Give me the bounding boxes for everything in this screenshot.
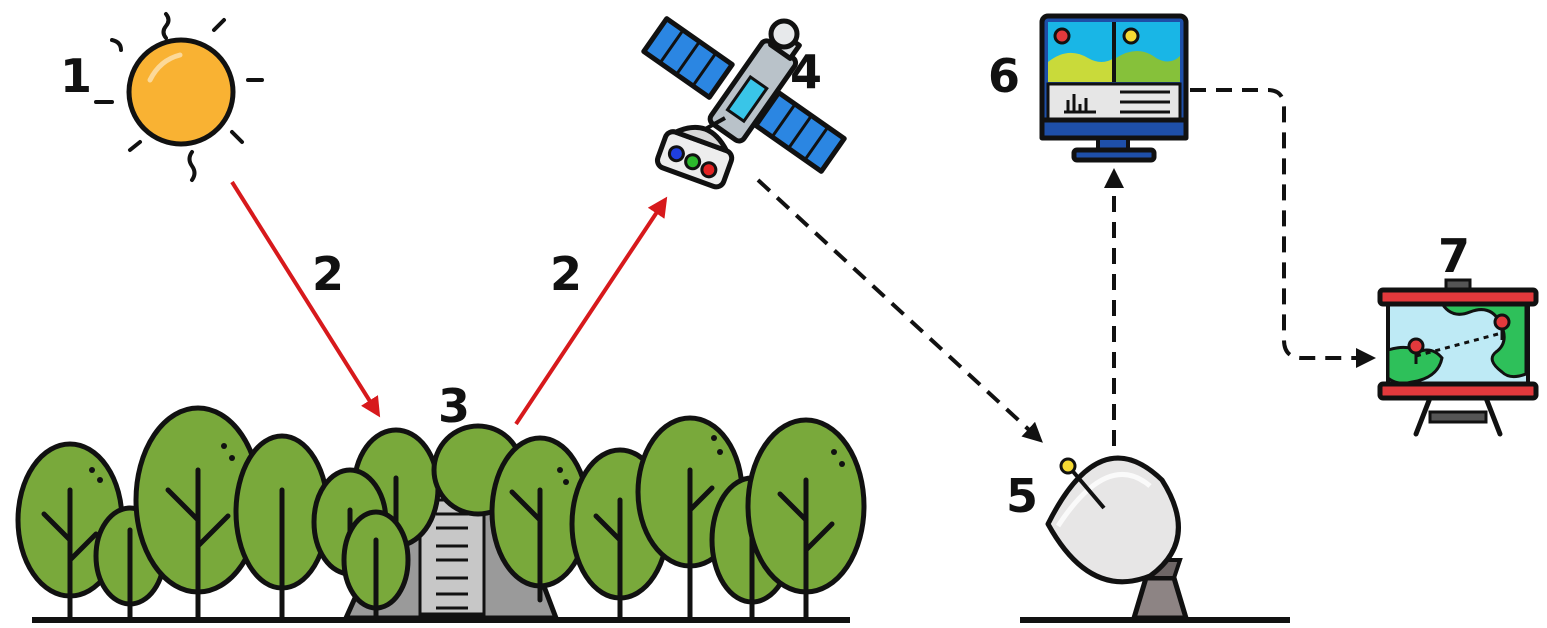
monitor-icon	[1039, 13, 1189, 163]
reflected-ray-arrow	[514, 196, 668, 426]
label-incoming-ray: 2	[312, 247, 344, 301]
label-reflected-ray: 2	[550, 247, 582, 301]
label-workstation: 6	[988, 49, 1020, 103]
label-ground-station: 5	[1006, 469, 1038, 523]
label-map-board: 7	[1438, 229, 1470, 283]
label-satellite: 4	[790, 45, 822, 99]
monitor-to-map-arrow	[1190, 88, 1376, 368]
incoming-ray-arrow	[230, 180, 381, 418]
label-sun: 1	[60, 49, 92, 103]
satellite-dish-icon	[1020, 455, 1290, 623]
satellite-icon	[641, 16, 847, 190]
downlink-arrow	[756, 178, 1043, 443]
map-board-icon	[1377, 278, 1539, 437]
forest-icon	[15, 405, 867, 623]
label-forest: 3	[438, 379, 470, 433]
sun-icon	[94, 12, 264, 182]
